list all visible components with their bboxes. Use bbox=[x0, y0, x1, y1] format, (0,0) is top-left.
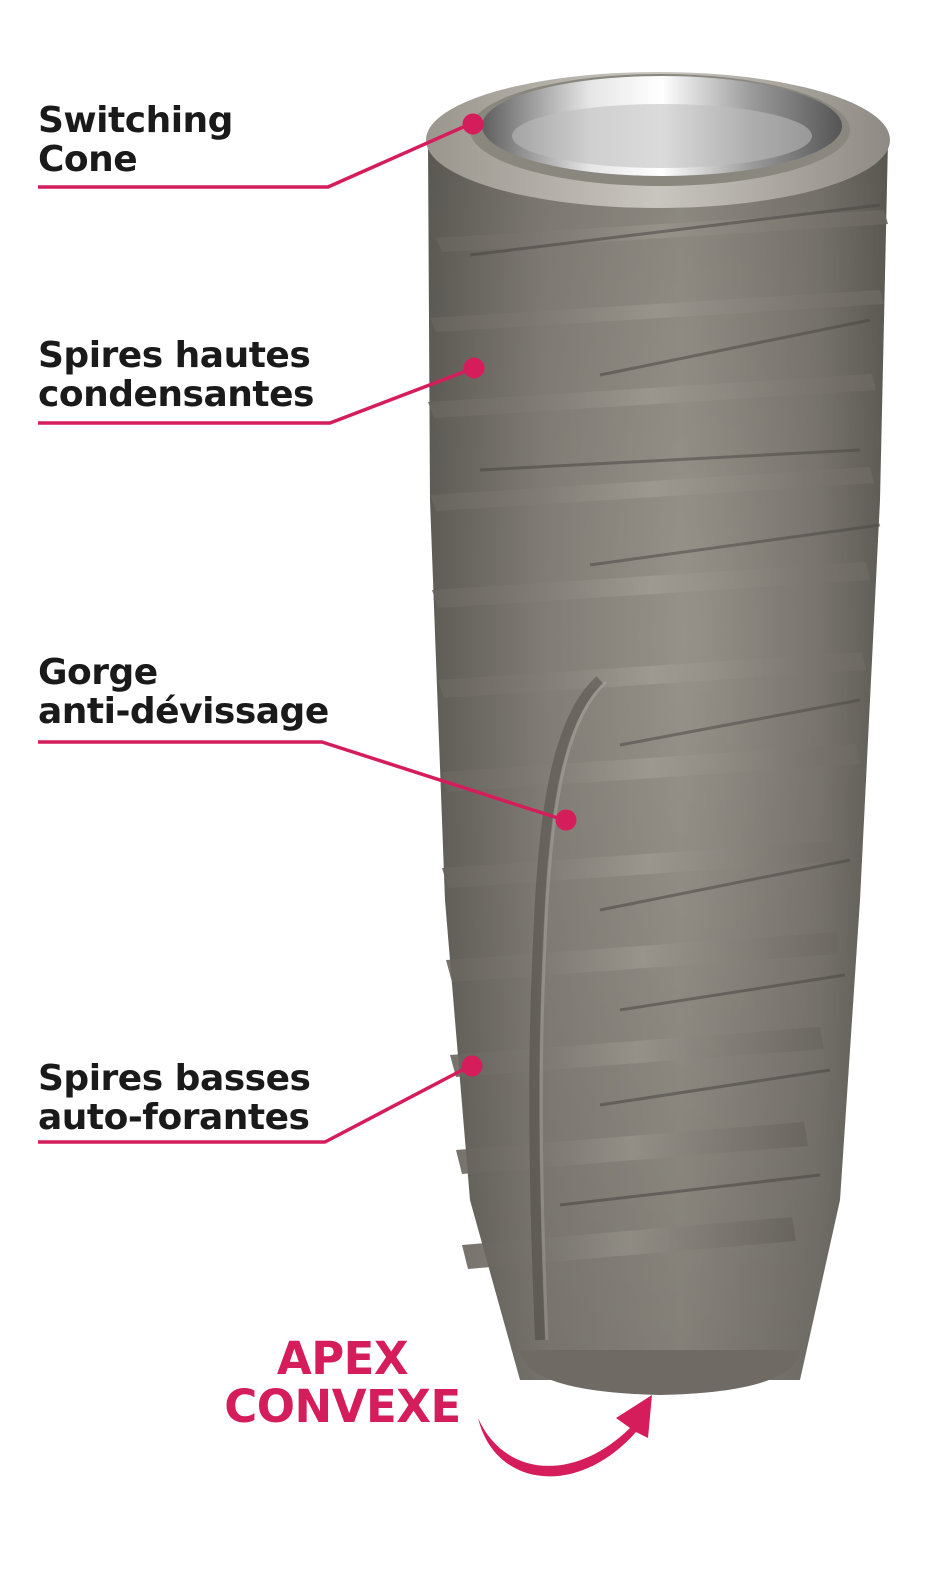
apex-bottom bbox=[520, 1350, 800, 1395]
spires-hautes-dot bbox=[463, 357, 485, 379]
apex-arrow bbox=[478, 1395, 652, 1477]
switching-cone-dot bbox=[462, 113, 484, 135]
gorge-dot bbox=[555, 809, 577, 831]
callout-dots bbox=[461, 113, 577, 1077]
spires-basses-dot bbox=[461, 1055, 483, 1077]
callout-lines bbox=[38, 122, 565, 1144]
